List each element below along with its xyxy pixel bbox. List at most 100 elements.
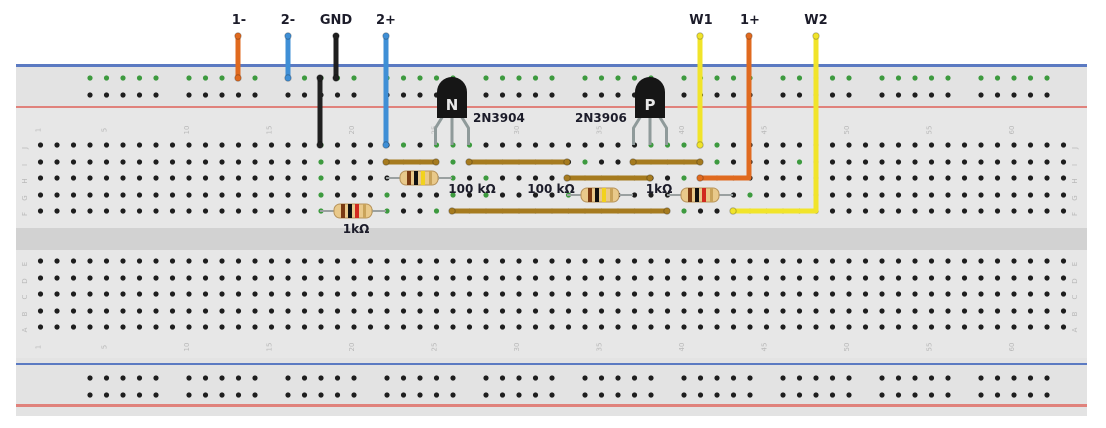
hole-I63 (1060, 159, 1067, 165)
wire-1-plus-end-b (696, 174, 704, 182)
hole-G27 (466, 192, 473, 198)
hole-rail-top-minus (252, 92, 258, 98)
hole-I15 (268, 159, 275, 165)
hole-E24 (417, 258, 423, 264)
hole-D57 (961, 275, 968, 281)
hole-C50 (846, 291, 852, 297)
hole-C9 (169, 291, 176, 297)
hole-E9 (169, 258, 176, 264)
hole-B4 (87, 308, 93, 314)
terminal-strip-top (16, 108, 1087, 228)
resistor-100k-a-body[interactable] (399, 170, 439, 186)
hole-rail-top-plus (483, 75, 489, 81)
hole-C63 (1060, 291, 1067, 297)
hole-G30 (516, 192, 522, 198)
hole-C38 (648, 291, 654, 297)
hole-D51 (862, 275, 869, 281)
hole-E31 (532, 258, 539, 264)
breadboard-body (16, 64, 1087, 416)
hole-rail-bottom-minus (928, 375, 935, 381)
column-number-bottom-45: 45 (761, 343, 769, 352)
hole-C57 (961, 291, 968, 297)
hole-B37 (631, 308, 638, 314)
hole-D35 (598, 275, 605, 281)
jumper-row-f-end-a (448, 207, 456, 215)
hole-E8 (153, 258, 159, 264)
hole-B28 (483, 308, 489, 314)
hole-rail-bottom-minus (747, 375, 753, 381)
hole-D22 (384, 275, 390, 281)
hole-rail-bottom-plus (334, 392, 341, 398)
wire-label-2-minus: 2- (281, 13, 295, 28)
hole-rail-bottom-minus (780, 375, 786, 381)
hole-B2 (54, 308, 60, 314)
hole-rail-top-plus (186, 75, 192, 81)
hole-A51 (862, 324, 869, 330)
resistor-1k-right-body[interactable] (680, 187, 720, 203)
hole-E20 (351, 258, 357, 264)
hole-E32 (549, 258, 555, 264)
hole-C22 (384, 291, 390, 297)
transistor-npn-body[interactable] (437, 77, 467, 118)
hole-G53 (895, 192, 902, 198)
resistor-100k-a-band-tolerance (429, 171, 432, 185)
hole-B33 (565, 308, 572, 314)
hole-G55 (928, 192, 935, 198)
hole-J36 (615, 142, 621, 148)
hole-rail-bottom-minus (978, 375, 984, 381)
resistor-1k-left-band-tolerance (363, 204, 366, 218)
hole-F58 (978, 208, 984, 214)
hole-I6 (120, 159, 126, 165)
hole-B5 (103, 308, 110, 314)
hole-rail-top-plus (351, 75, 357, 81)
hole-D31 (532, 275, 539, 281)
hole-H53 (895, 175, 902, 181)
hole-H52 (879, 175, 885, 181)
hole-B1 (37, 308, 44, 314)
hole-D21 (367, 275, 374, 281)
hole-D15 (268, 275, 275, 281)
hole-E14 (252, 258, 258, 264)
hole-F60 (1011, 208, 1017, 214)
hole-rail-top-minus (87, 92, 93, 98)
hole-E22 (384, 258, 390, 264)
hole-A35 (598, 324, 605, 330)
hole-rail-top-plus (417, 75, 423, 81)
hole-rail-top-plus (978, 75, 984, 81)
hole-J35 (598, 142, 605, 148)
hole-rail-top-minus (136, 92, 143, 98)
hole-E5 (103, 258, 110, 264)
hole-H29 (499, 175, 506, 181)
hole-E35 (598, 258, 605, 264)
hole-G15 (268, 192, 275, 198)
hole-rail-bottom-plus (450, 392, 456, 398)
jumper-row-i-a-end-a (382, 158, 390, 166)
hole-rail-bottom-minus (648, 375, 654, 381)
hole-I3 (70, 159, 77, 165)
transistor-pnp-body[interactable] (635, 77, 665, 118)
hole-C29 (499, 291, 506, 297)
hole-A52 (879, 324, 885, 330)
wire-1-plus[interactable] (697, 33, 752, 181)
hole-rail-top-minus (235, 92, 242, 98)
column-number-bottom-25: 25 (431, 343, 439, 352)
hole-B6 (120, 308, 126, 314)
hole-H63 (1060, 175, 1067, 181)
hole-F42 (714, 208, 720, 214)
hole-A49 (829, 324, 836, 330)
resistor-1k-left-body[interactable] (333, 203, 373, 219)
hole-rail-bottom-plus (895, 392, 902, 398)
hole-rail-bottom-minus (285, 375, 291, 381)
hole-A57 (961, 324, 968, 330)
resistor-100k-b-band-2 (595, 188, 599, 202)
hole-J5 (103, 142, 110, 148)
hole-I45 (763, 159, 770, 165)
hole-A11 (202, 324, 209, 330)
hole-E19 (334, 258, 341, 264)
wire-w2[interactable] (730, 33, 819, 214)
resistor-100k-b-body[interactable] (580, 187, 620, 203)
hole-J1 (37, 142, 44, 148)
hole-B17 (301, 308, 308, 314)
hole-rail-bottom-plus (87, 392, 93, 398)
hole-rail-bottom-minus (252, 375, 258, 381)
